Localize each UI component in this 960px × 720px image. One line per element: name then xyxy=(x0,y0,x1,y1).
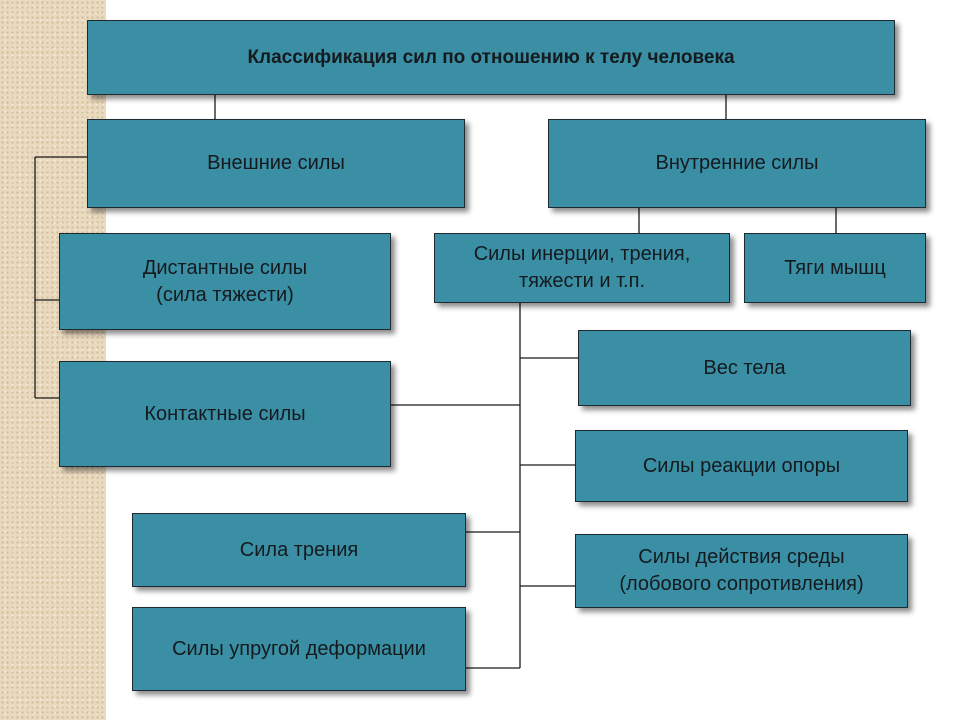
distant-forces-box: Дистантные силы (сила тяжести) xyxy=(59,233,391,330)
distant-forces-label: Дистантные силы xyxy=(142,256,308,279)
body-weight-box: Вес тела xyxy=(578,330,911,406)
inertia-forces-box: Силы инерции, трения, тяжести и т.п. xyxy=(434,233,730,303)
external-forces-box: Внешние силы xyxy=(87,119,465,208)
inertia-forces-sublabel: тяжести и т.п. xyxy=(519,270,645,292)
elastic-deformation-label: Силы упругой деформации xyxy=(172,637,426,660)
diagram-title-box: Классификация сил по отношению к телу че… xyxy=(87,20,895,95)
internal-forces-box: Внутренние силы xyxy=(548,119,926,208)
contact-forces-label: Контактные силы xyxy=(144,402,306,425)
muscle-traction-label: Тяги мышц xyxy=(784,256,886,279)
body-weight-label: Вес тела xyxy=(703,356,786,379)
diagram-title: Классификация сил по отношению к телу че… xyxy=(247,47,735,68)
muscle-traction-box: Тяги мышц xyxy=(744,233,926,303)
inertia-forces-label: Силы инерции, трения, xyxy=(473,243,691,265)
elastic-deformation-box: Силы упругой деформации xyxy=(132,607,466,691)
support-reaction-label: Силы реакции опоры xyxy=(642,454,841,477)
friction-force-box: Сила трения xyxy=(132,513,466,587)
distant-forces-sublabel: (сила тяжести) xyxy=(156,283,294,306)
external-forces-label: Внешние силы xyxy=(207,152,345,174)
support-reaction-box: Силы реакции опоры xyxy=(575,430,908,502)
internal-forces-label: Внутренние силы xyxy=(655,152,819,174)
friction-force-label: Сила трения xyxy=(239,538,359,561)
medium-action-box: Силы действия среды (лобового сопротивле… xyxy=(575,534,908,608)
contact-forces-box: Контактные силы xyxy=(59,361,391,467)
medium-action-label: Силы действия среды xyxy=(638,546,845,568)
medium-action-sublabel: (лобового сопротивления) xyxy=(619,573,864,595)
